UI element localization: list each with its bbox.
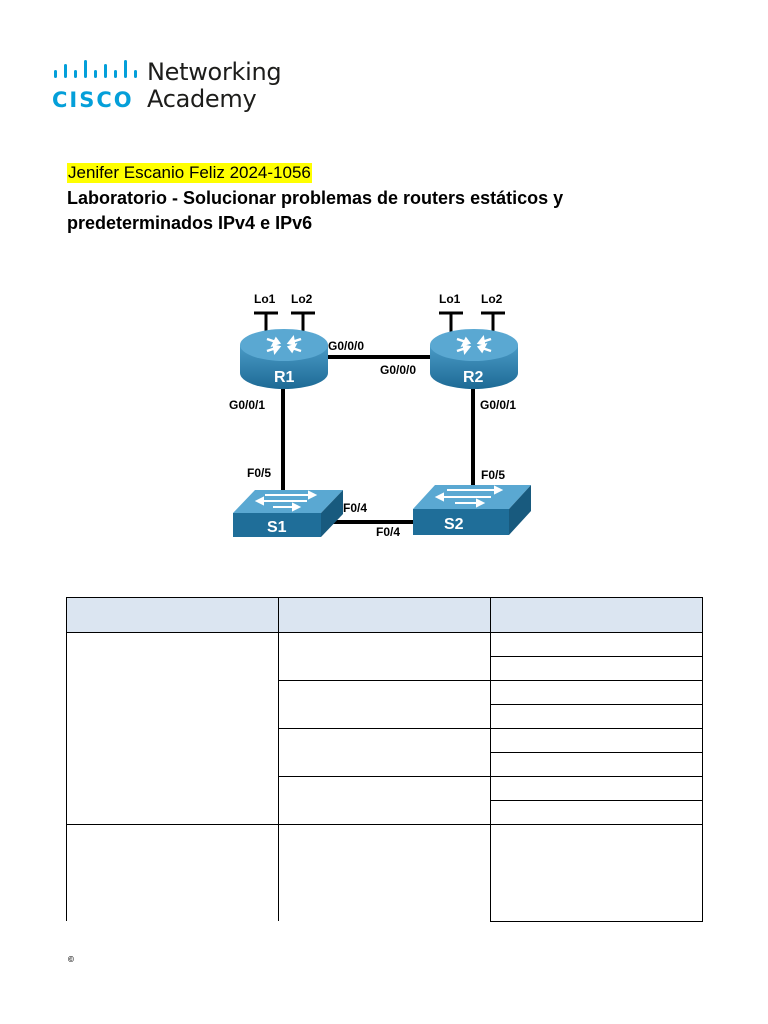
table-cell [491, 729, 703, 753]
s2-f05-label: F0/5 [481, 468, 505, 482]
table-cell [491, 753, 703, 777]
table-cell [491, 777, 703, 801]
table-cell [491, 825, 703, 922]
table-cell [491, 801, 703, 825]
r1-lo1-label: Lo1 [254, 292, 276, 306]
switch-s2-icon [413, 485, 531, 535]
table-header-cell [279, 598, 491, 633]
table-device-cell [67, 825, 279, 922]
r1-lo2-label: Lo2 [291, 292, 313, 306]
table-row [67, 825, 703, 922]
r2-g000-label: G0/0/0 [380, 363, 416, 377]
table-header-cell [67, 598, 279, 633]
s1-label: S1 [267, 519, 287, 536]
author-line: Jenifer Escanio Feliz 2024-1056 [67, 163, 312, 183]
table-interface-cell [279, 777, 491, 825]
logo-text-networking: Networking [147, 58, 281, 86]
table-cell [491, 633, 703, 657]
logo-text-academy: Academy [147, 85, 256, 113]
copyright-mark: © [68, 955, 74, 964]
cisco-bridge-icon [52, 58, 147, 88]
r2-g001-label: G0/0/1 [480, 398, 516, 412]
r2-lo2-label: Lo2 [481, 292, 503, 306]
s2-label: S2 [444, 516, 464, 533]
addressing-table [66, 597, 703, 922]
r2-lo1-label: Lo1 [439, 292, 461, 306]
table-cell [491, 657, 703, 681]
table-cell [491, 681, 703, 705]
topology-diagram: Lo1 Lo2 Lo1 Lo2 R1 R2 G0/0/0 G0/0/0 G0/0… [225, 285, 535, 545]
table-header-cell [491, 598, 703, 633]
table-header-row [67, 598, 703, 633]
table-interface-cell [279, 729, 491, 777]
s1-f05-label: F0/5 [247, 466, 271, 480]
networking-academy-logo: CISCO Networking Academy [52, 58, 312, 118]
table-interface-cell [279, 825, 491, 922]
r1-g000-label: G0/0/0 [328, 339, 364, 353]
table-cell [491, 705, 703, 729]
r1-label: R1 [274, 369, 295, 386]
page-title: Laboratorio - Solucionar problemas de ro… [67, 186, 667, 236]
switch-s1-icon [233, 490, 343, 537]
table-row [67, 633, 703, 657]
s2-f04-label: F0/4 [376, 525, 400, 539]
table-interface-cell [279, 633, 491, 681]
cisco-wordmark: CISCO [52, 88, 134, 112]
r1-g001-label: G0/0/1 [229, 398, 265, 412]
s1-f04-label: F0/4 [343, 501, 367, 515]
table-interface-cell [279, 681, 491, 729]
table-device-cell [67, 633, 279, 825]
r2-label: R2 [463, 369, 484, 386]
